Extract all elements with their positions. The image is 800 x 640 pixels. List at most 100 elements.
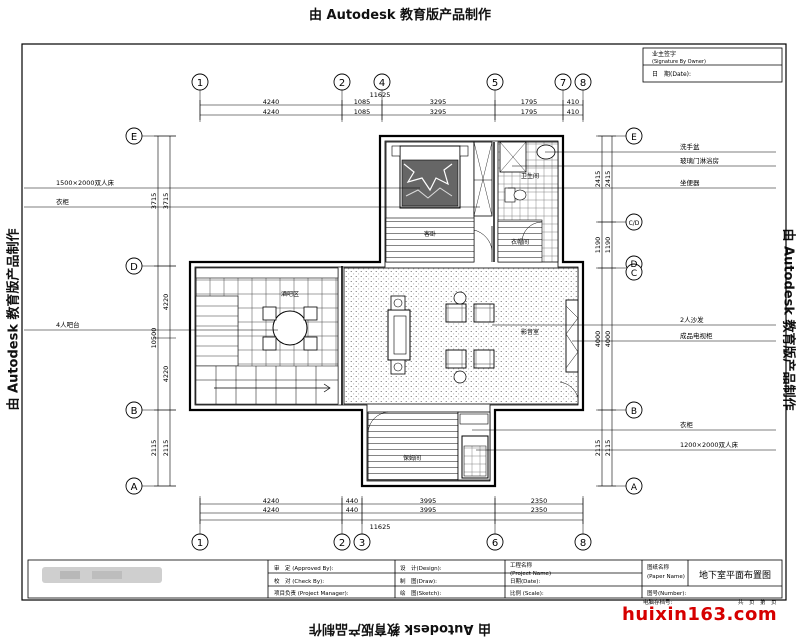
toilet xyxy=(504,187,516,203)
dim-bottom-2-2: 440 xyxy=(346,506,358,514)
tb-scale: 比例 (Scale): xyxy=(510,589,544,597)
tb-sketch: 绘 图(Sketch): xyxy=(400,589,441,597)
tb-project-en: (Project Name) xyxy=(510,571,551,577)
axis-right-C: C xyxy=(631,269,637,279)
axis-bubbles-bottom xyxy=(191,533,592,551)
tb-approved: 审 定 (Approved By): xyxy=(274,564,334,572)
dim-top-2-4: 1795 xyxy=(521,108,538,116)
dim-left-inner-1: 3715 xyxy=(162,193,170,210)
axis-bottom-2: 2 xyxy=(339,538,345,549)
axis-bubbles-right xyxy=(625,127,643,495)
tb-drawing-name-en: (Paper Name) xyxy=(647,574,685,580)
axis-left-E: E xyxy=(131,132,137,143)
callout-sofa: 2人沙发 xyxy=(680,315,704,324)
tb-checked: 校 对 (Check By): xyxy=(274,577,324,585)
callout-tv-cabinet: 成品电视柜 xyxy=(680,331,713,340)
callout-bed-1500: 1500×2000双人床 xyxy=(56,178,115,187)
callout-wardrobe-2: 衣柜 xyxy=(680,420,694,429)
dim-right-inner-4: 2115 xyxy=(604,440,612,457)
room-label-living: 影音室 xyxy=(521,328,539,336)
tv-cabinet xyxy=(565,299,579,373)
tb-project: 工程名称 xyxy=(510,561,533,569)
room-label-dining: 酒吧区 xyxy=(281,290,299,298)
signature-block xyxy=(642,47,783,83)
dim-top-1-4: 1795 xyxy=(521,98,538,106)
dim-right-outer-2: 1190 xyxy=(594,237,602,254)
watermark-top: 由 Autodesk 教育版产品制作 xyxy=(308,8,492,23)
tb-drawing-name: 地下室平面布置图 xyxy=(699,569,771,581)
axis-bubbles-top xyxy=(191,73,592,91)
tb-manager: 项目负责 (Project Manager): xyxy=(274,589,349,597)
dim-top-2-3: 3295 xyxy=(430,108,447,116)
tb-date: 日期(Date): xyxy=(510,578,540,585)
armchair-4 xyxy=(473,349,495,369)
axis-left-A: A xyxy=(131,482,138,493)
dim-bottom-1-2: 440 xyxy=(346,497,358,505)
axis-right-B: B xyxy=(631,407,637,417)
drawing-border xyxy=(21,43,787,601)
dim-right-inner-3: 4000 xyxy=(604,331,612,348)
dimension-lines xyxy=(154,100,616,524)
dim-left-outer-2: 10500 xyxy=(150,328,158,349)
armchair-1 xyxy=(445,303,467,323)
dim-top-1-3: 3295 xyxy=(430,98,447,106)
dim-top-2-5: 410 xyxy=(567,108,579,116)
dim-left-inner-4: 2115 xyxy=(162,440,170,457)
tb-archive: 电脑存档号: xyxy=(643,598,673,606)
bar-table xyxy=(272,310,308,346)
axis-bottom-6: 6 xyxy=(492,538,498,549)
signature-date-label: 日 期(Date): xyxy=(652,70,691,78)
axis-right-E: E xyxy=(631,133,637,143)
dim-top-1-2: 1085 xyxy=(354,98,371,106)
dim-bottom-overall: 11625 xyxy=(370,523,391,531)
axis-top-1: 1 xyxy=(197,78,203,89)
room-label-bathroom: 卫生间 xyxy=(521,172,539,180)
dim-bottom-1-3: 3995 xyxy=(420,497,437,505)
callout-leaders xyxy=(24,151,776,451)
callout-wardrobe-1: 衣柜 xyxy=(56,197,70,206)
dim-right-outer-4: 2115 xyxy=(594,440,602,457)
dim-left-outer-3: 2115 xyxy=(150,440,158,457)
dim-bottom-2-4: 2350 xyxy=(531,506,548,514)
dim-top-1-1: 4240 xyxy=(263,98,280,106)
room-label-bedroom1: 客卧 xyxy=(424,230,436,238)
dim-top-overall: 11625 xyxy=(370,91,391,99)
dim-left-inner-2: 4220 xyxy=(162,294,170,311)
bar-stool-1 xyxy=(262,306,277,321)
axis-top-7: 7 xyxy=(560,78,566,89)
bar-stool-2 xyxy=(303,306,318,321)
stair-block xyxy=(195,295,239,367)
dim-right-inner-1: 2415 xyxy=(604,171,612,188)
room-label-bedroom2: 保姆间 xyxy=(403,454,421,462)
dim-right-outer-3: 4000 xyxy=(594,331,602,348)
dim-top-2-2: 1085 xyxy=(354,108,371,116)
axis-bottom-3: 3 xyxy=(359,538,365,549)
bar-stool-4 xyxy=(303,336,318,351)
tb-design: 设 计(Design): xyxy=(400,564,442,572)
axis-left-B: B xyxy=(131,406,138,417)
title-block xyxy=(27,559,783,599)
tb-number: 图号(Number): xyxy=(647,589,686,597)
dim-bottom-1-1: 4240 xyxy=(263,497,280,505)
bar-stool-3 xyxy=(262,336,277,351)
bed-blanket xyxy=(401,159,459,207)
wardrobe-2 xyxy=(459,413,489,425)
dim-left-outer-1: 3715 xyxy=(150,193,158,210)
site-logo: huixin163.com xyxy=(622,604,778,625)
armchair-2 xyxy=(473,303,495,323)
tb-pages: 共 页 第 页 xyxy=(738,598,777,606)
bedroom1-floor xyxy=(385,217,475,263)
axis-bottom-1: 1 xyxy=(197,538,203,549)
axis-top-8: 8 xyxy=(580,78,586,89)
axis-bottom-8: 8 xyxy=(580,538,586,549)
inner-walls-double xyxy=(194,140,579,482)
callout-bar-table: 4人吧台 xyxy=(56,320,80,329)
axis-top-2: 2 xyxy=(339,78,345,89)
room-living xyxy=(343,267,579,405)
room-bedroom2 xyxy=(367,411,459,481)
axis-right-D: D xyxy=(631,260,638,270)
signature-label: 业主签字 xyxy=(652,50,676,58)
tb-drawing-name-label: 图纸名称 xyxy=(647,563,670,571)
dim-top-2-1: 4240 xyxy=(263,108,280,116)
